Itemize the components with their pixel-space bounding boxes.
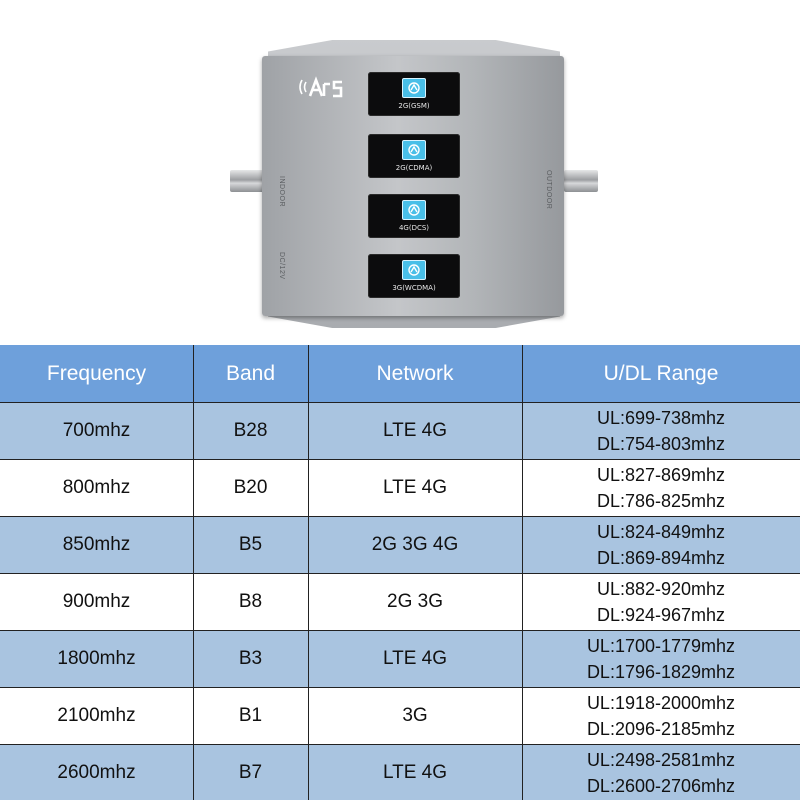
band-cell: B28	[233, 420, 268, 441]
signal-booster-icon	[402, 260, 426, 280]
frequency-cell: 800mhz	[62, 477, 131, 498]
header-range: U/DL Range	[603, 361, 719, 385]
range-cell: UL:882-920mhz DL:924-967mhz	[522, 574, 800, 630]
range-cell: UL:2498-2581mhz DL:2600-2706mhz	[522, 745, 800, 801]
frequency-band-table: Frequency Band Network U/DL Range 700mhz…	[0, 345, 800, 800]
downlink-range: DL:786-825mhz	[596, 491, 726, 511]
downlink-range: DL:2096-2185mhz	[586, 719, 736, 739]
band-cell: B7	[238, 762, 263, 783]
band-module-wcdma: 3G(WCDMA)	[368, 254, 460, 298]
band-module-dcs: 4G(DCS)	[368, 194, 460, 238]
module-label: 2G(CDMA)	[395, 164, 433, 172]
band-module-gsm: 2G(GSM)	[368, 72, 460, 116]
network-cell: LTE 4G	[382, 648, 448, 669]
column-divider	[308, 345, 309, 800]
indoor-port-label: INDOOR	[278, 176, 285, 207]
downlink-range: DL:869-894mhz	[596, 548, 726, 568]
frequency-cell: 700mhz	[62, 420, 131, 441]
uplink-range: UL:827-869mhz	[596, 465, 726, 485]
frequency-cell: 2100mhz	[57, 705, 136, 726]
downlink-range: DL:2600-2706mhz	[586, 776, 736, 796]
indoor-antenna-connector	[230, 170, 264, 192]
frequency-cell: 900mhz	[62, 591, 131, 612]
range-cell: UL:824-849mhz DL:869-894mhz	[522, 517, 800, 573]
power-label: DC/12V	[278, 252, 285, 280]
range-cell: UL:827-869mhz DL:786-825mhz	[522, 460, 800, 516]
outdoor-antenna-connector	[564, 170, 598, 192]
uplink-range: UL:1918-2000mhz	[586, 693, 736, 713]
table-row: 800mhz B20 LTE 4G UL:827-869mhz DL:786-8…	[0, 459, 800, 516]
module-label: 3G(WCDMA)	[392, 284, 436, 292]
range-cell: UL:1700-1779mhz DL:1796-1829mhz	[522, 631, 800, 687]
network-cell: LTE 4G	[382, 477, 448, 498]
outdoor-port-label: OUTDOOR	[545, 170, 552, 210]
signal-booster-icon	[402, 140, 426, 160]
table-header: Frequency Band Network U/DL Range	[0, 345, 800, 402]
frequency-cell: 2600mhz	[57, 762, 136, 783]
frequency-cell: 850mhz	[62, 534, 131, 555]
table-row: 900mhz B8 2G 3G UL:882-920mhz DL:924-967…	[0, 573, 800, 630]
band-cell: B20	[233, 477, 268, 498]
network-cell: 2G 3G 4G	[371, 534, 459, 555]
range-cell: UL:699-738mhz DL:754-803mhz	[522, 403, 800, 459]
band-module-cdma: 2G(CDMA)	[368, 134, 460, 178]
band-cell: B3	[238, 648, 263, 669]
uplink-range: UL:699-738mhz	[596, 408, 726, 428]
header-band: Band	[225, 361, 276, 385]
network-cell: LTE 4G	[382, 420, 448, 441]
uplink-range: UL:2498-2581mhz	[586, 750, 736, 770]
network-cell: 2G 3G	[387, 591, 443, 612]
frequency-cell: 1800mhz	[57, 648, 136, 669]
network-cell: 3G	[402, 705, 428, 726]
signal-booster-icon	[402, 200, 426, 220]
band-cell: B8	[238, 591, 263, 612]
band-cell: B1	[238, 705, 263, 726]
table-row: 2600mhz B7 LTE 4G UL:2498-2581mhz DL:260…	[0, 744, 800, 800]
header-frequency: Frequency	[46, 361, 147, 385]
module-label: 2G(GSM)	[398, 102, 430, 110]
uplink-range: UL:882-920mhz	[596, 579, 726, 599]
network-cell: LTE 4G	[382, 762, 448, 783]
range-cell: UL:1918-2000mhz DL:2096-2185mhz	[522, 688, 800, 744]
table-row: 1800mhz B3 LTE 4G UL:1700-1779mhz DL:179…	[0, 630, 800, 687]
header-network: Network	[376, 361, 454, 385]
downlink-range: DL:1796-1829mhz	[586, 662, 736, 682]
signal-booster-product-image: INDOOR DC/12V OUTDOOR 2G(GSM) 2G(CDMA) 4…	[0, 0, 800, 345]
uplink-range: UL:824-849mhz	[596, 522, 726, 542]
module-label: 4G(DCS)	[398, 224, 430, 232]
downlink-range: DL:924-967mhz	[596, 605, 726, 625]
column-divider	[522, 345, 523, 800]
band-cell: B5	[238, 534, 263, 555]
column-divider	[193, 345, 194, 800]
table-row: 2100mhz B1 3G UL:1918-2000mhz DL:2096-21…	[0, 687, 800, 744]
table-row: 850mhz B5 2G 3G 4G UL:824-849mhz DL:869-…	[0, 516, 800, 573]
downlink-range: DL:754-803mhz	[596, 434, 726, 454]
uplink-range: UL:1700-1779mhz	[586, 636, 736, 656]
signal-waves-logo-icon	[299, 76, 343, 98]
table-row: 700mhz B28 LTE 4G UL:699-738mhz DL:754-8…	[0, 402, 800, 459]
signal-booster-icon	[402, 78, 426, 98]
